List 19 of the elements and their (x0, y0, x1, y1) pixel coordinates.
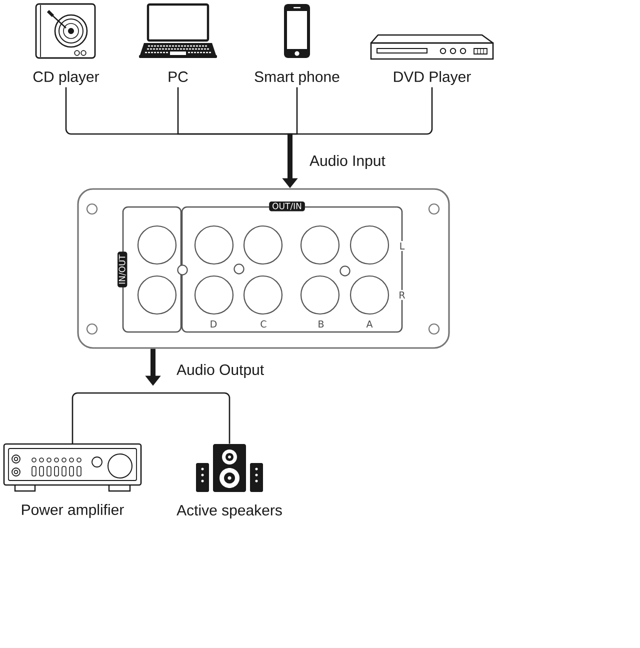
channel-letter: A (364, 319, 374, 329)
connector-line (290, 87, 433, 135)
channel-letter: C (258, 318, 268, 330)
device-label: CD player (33, 71, 100, 85)
connector-line (72, 392, 230, 444)
device-label: PC (168, 71, 188, 82)
device-label: Smart phone (254, 71, 340, 85)
channel-letter: D (208, 319, 219, 329)
channel-letter: R (397, 290, 407, 300)
device-label: Power amplifier (22, 504, 124, 518)
device-label: Active speakers (176, 504, 282, 518)
channel-letter: B (316, 319, 326, 329)
amplifier-icon (3, 443, 142, 492)
group-box: IN/OUT (118, 206, 182, 333)
edge-label: Audio Output (176, 364, 264, 378)
channel-letter: L (398, 241, 406, 251)
speakers-icon (196, 444, 263, 492)
device-label: DVD Player (394, 71, 471, 85)
panel-plate (77, 188, 450, 349)
